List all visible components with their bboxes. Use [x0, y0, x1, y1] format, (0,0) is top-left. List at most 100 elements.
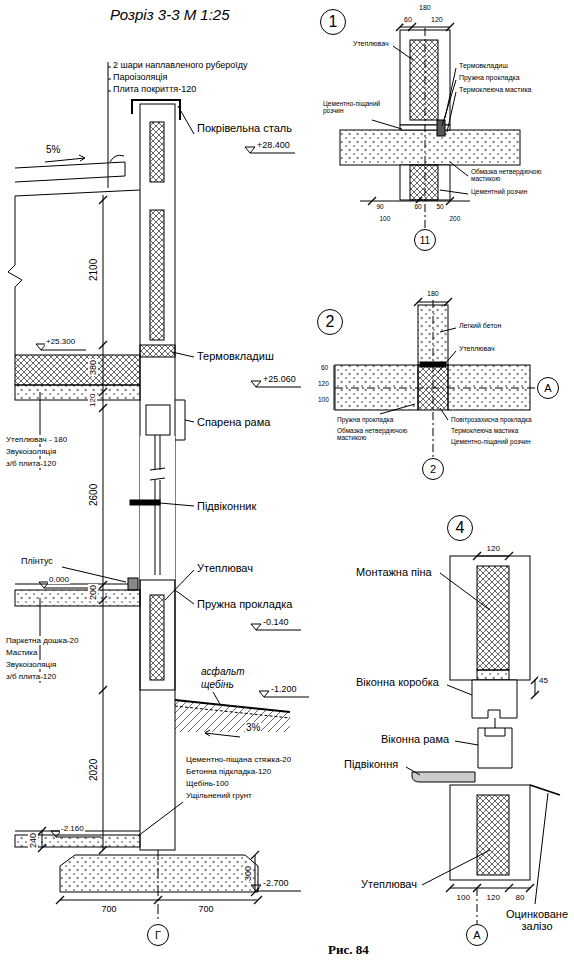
dimension-tick [99, 596, 107, 604]
dimension-label: 2600 [88, 483, 100, 507]
annotation-label: щебінь [200, 679, 235, 691]
dimension-label: 240 [28, 831, 38, 848]
callout-number: 4 [456, 519, 465, 537]
dimension-label: 50 [436, 203, 445, 210]
dimension-label: 60 [403, 16, 413, 24]
annotation-label: асфальт [200, 666, 246, 678]
annotation-label: Підвіконня [343, 758, 399, 771]
annotation-label: Ущільнений грунт [185, 791, 253, 800]
dimension-tick [505, 552, 513, 560]
dimension-tick [99, 388, 107, 396]
dimension-tick [38, 827, 46, 835]
annotation-label: Паркетна дошка-20 [5, 636, 79, 645]
dimension-tick [396, 23, 404, 31]
dimension-label: 180 [426, 290, 440, 298]
annotation-label: Утеплювач - 180 [5, 435, 68, 444]
annotation-label: Обмазка нетвердіючою мастикою [336, 427, 423, 441]
dimension-label: 120 [486, 893, 501, 902]
dimension-label: 100 [379, 215, 392, 222]
dimension-label: 2100 [88, 258, 100, 282]
annotation-label: Пароізоляція [112, 72, 168, 82]
annotation-label: Термовкладиш [196, 350, 275, 363]
annotation-label: 5% [45, 144, 61, 156]
callout-number: 2 [430, 463, 436, 475]
annotation-label: Термовкладиш [458, 62, 509, 70]
dimension-tick [99, 196, 107, 204]
dimension-label: 2020 [88, 758, 100, 782]
annotation-label: Легкий бетон [458, 322, 502, 330]
dimension-tick [38, 844, 46, 852]
dimension-tick [526, 884, 534, 892]
dimension-label: 200 [88, 583, 98, 600]
annotation-label: Утеплювач [352, 40, 390, 48]
annotation-label: 100 [317, 396, 330, 403]
dimension-label: 700 [101, 904, 118, 914]
annotation-label: Підвіконник [196, 500, 257, 513]
annotation-label: Цементно-піщана стяжка-20 [185, 755, 292, 764]
annotation-label: Пружна прокладка [458, 74, 521, 82]
dimension-tick [56, 896, 64, 904]
dimension-tick [473, 884, 481, 892]
annotation-label: -2.700 [262, 878, 290, 888]
figure-caption: Рис. 84 [328, 942, 369, 958]
dimension-tick [154, 896, 162, 904]
axis-circle: 11 [414, 229, 436, 251]
annotation-label: Покрівельна сталь [196, 122, 293, 135]
callout-number: 11 [420, 235, 430, 246]
annotation-label: 120 [317, 380, 330, 387]
dimension-label: 100 [456, 893, 471, 902]
annotation-label: Пружна прокладка [196, 598, 293, 611]
dimension-tick [99, 404, 107, 412]
annotation-label: Повітрозахисна прокладка [450, 416, 533, 423]
annotation-label: Цементний розчин [470, 188, 528, 195]
annotation-label: -0.140 [262, 617, 290, 627]
dimension-tick [99, 846, 107, 854]
annotation-label: 0.000 [48, 575, 70, 584]
annotation-label: Утеплювач [360, 878, 418, 891]
callout-number: А [544, 382, 551, 394]
dimension-tick [444, 298, 452, 306]
annotation-label: Пружна прокладка [336, 416, 394, 423]
dimension-tick [446, 884, 454, 892]
callout-number: 1 [329, 13, 338, 31]
annotation-label: Бетонна підкладка-120 [185, 767, 272, 776]
annotation-label: Обмазка нетвердіючою мастикою [470, 168, 567, 182]
dimension-label: 120 [486, 544, 501, 553]
dimension-tick [408, 23, 416, 31]
annotation-label: Цементно-піщаний розчин [450, 438, 532, 445]
detail-2 [334, 300, 536, 457]
dimension-label: 300 [243, 864, 253, 881]
annotation-label: -1.200 [270, 684, 298, 694]
annotation-label: Утеплювач [458, 345, 496, 353]
dimension-tick [531, 691, 539, 699]
callout-number: 2 [326, 313, 335, 331]
annotation-label: Утеплювач [196, 562, 254, 575]
axis-circle: 1 [320, 9, 346, 35]
annotation-label: Щебінь-100 [185, 779, 230, 788]
annotation-label: -2.160 [60, 824, 85, 833]
dimension-tick [251, 851, 259, 859]
annotation-label: з/б плита-120 [5, 672, 57, 681]
annotation-label: Звукоізоляція [5, 447, 57, 456]
dimension-ticks [36, 23, 539, 904]
annotation-label: 45 [538, 676, 549, 685]
dimension-tick [99, 581, 107, 589]
dimension-tick [473, 552, 481, 560]
dimension-tick [99, 686, 107, 694]
dimension-label: 700 [198, 904, 215, 914]
annotation-label: Плінтус [20, 556, 54, 566]
annotation-label: Звукоізоляція [5, 660, 57, 669]
drawing-title: Розріз 3-3 М 1:25 [110, 6, 230, 23]
axis-circle: А [466, 924, 488, 946]
annotation-label: Оцинковане залізо [500, 908, 574, 932]
annotation-label: +25.060 [262, 374, 297, 384]
axis-circle: 2 [422, 458, 444, 480]
annotation-label: Плита покриття-120 [112, 84, 197, 94]
annotation-label: Віконна рама [380, 733, 450, 746]
annotation-label: 2 шари наплавленого рубероїду [112, 60, 249, 70]
dimension-label: 120 [430, 16, 444, 24]
dimension-tick [414, 298, 422, 306]
dimension-tick [446, 197, 454, 205]
dimension-label: 90 [376, 203, 385, 210]
callout-number: А [473, 929, 480, 941]
